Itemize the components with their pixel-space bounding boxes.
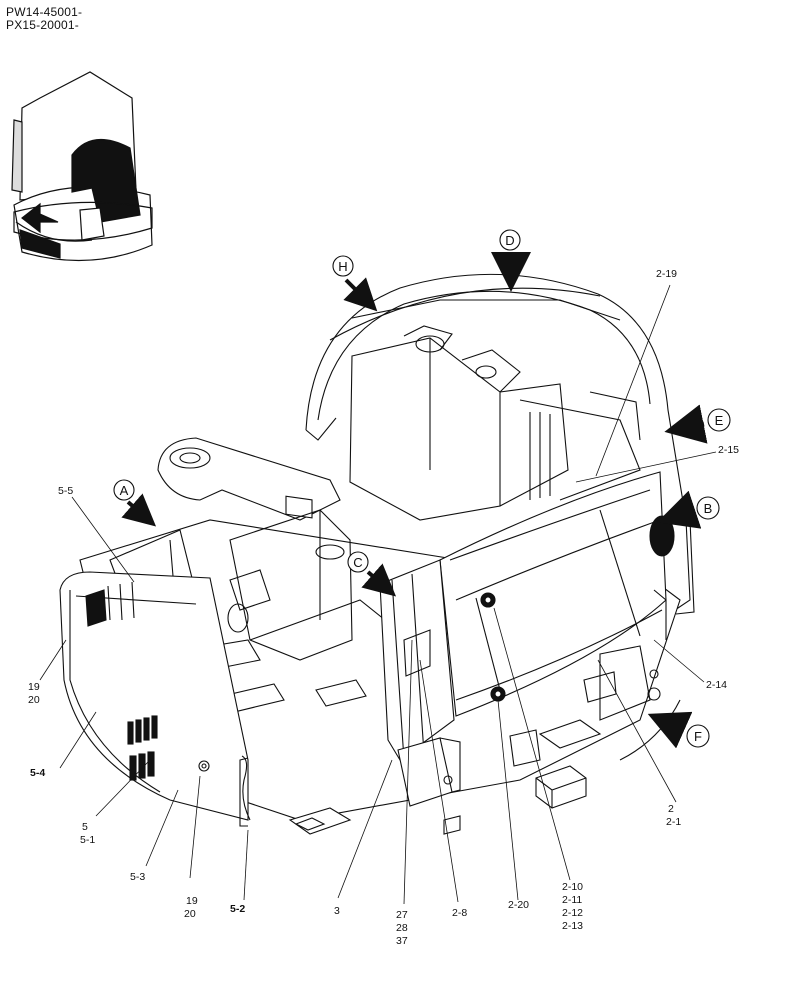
callout-27-28-37: 27 28 37 <box>396 909 408 947</box>
view-arrow-icon <box>121 493 157 527</box>
vent-slots <box>127 715 158 781</box>
bolt-19-20 <box>198 760 210 772</box>
view-arrow-icon <box>664 404 708 444</box>
serial-range-line: PW14-45001- <box>6 5 83 19</box>
callout-number: 5-4 <box>30 767 45 779</box>
callout-2-2-1: 2 2-1 <box>666 803 681 828</box>
callout-3: 3 <box>334 905 340 917</box>
serial-number-header: PW14-45001- PX15-20001- <box>6 6 82 32</box>
callout-number: 3 <box>334 905 340 917</box>
callout-number: 5 <box>82 821 88 833</box>
view-letter: C <box>353 555 362 570</box>
view-marker-b: B <box>657 490 720 529</box>
callout-2-8: 2-8 <box>452 907 467 919</box>
callout-number: 2-10 <box>562 881 583 893</box>
swing-pin-boss <box>169 447 211 469</box>
view-arrow-icon <box>343 277 378 312</box>
callout-number: 2-19 <box>656 268 677 280</box>
callout-number: 5-1 <box>80 834 95 846</box>
swing-bracket <box>157 437 341 521</box>
hood-side-panel <box>379 559 455 761</box>
view-arrow-icon <box>647 711 693 749</box>
view-letter: B <box>704 501 713 516</box>
callout-number: 19 <box>28 681 40 693</box>
callout-5-5: 5-5 <box>58 485 73 497</box>
callout-5-3: 5-3 <box>130 871 145 883</box>
view-letter: D <box>505 233 514 248</box>
upper-frame-assembly <box>59 273 695 835</box>
callout-number: 2-1 <box>666 816 681 828</box>
callout-number: 5-3 <box>130 871 145 883</box>
view-letter: E <box>715 413 724 428</box>
callout-number: 20 <box>28 694 40 706</box>
callout-number: 2-13 <box>562 920 583 932</box>
callout-number: 37 <box>396 935 408 947</box>
callout-5-4: 5-4 <box>30 767 45 779</box>
view-letter: A <box>120 483 129 498</box>
callout-number: 2-20 <box>508 899 529 911</box>
callout-2-20: 2-20 <box>508 899 529 911</box>
view-letter: F <box>694 729 702 744</box>
callout-2-15: 2-15 <box>718 444 739 456</box>
callout-number: 20 <box>184 908 196 920</box>
callout-2-14: 2-14 <box>706 679 727 691</box>
view-arrow-icon <box>657 490 702 529</box>
radiator-box <box>349 337 501 521</box>
callout-19-20-bottom: 19 20 <box>184 895 198 920</box>
view-letter: H <box>338 259 347 274</box>
view-marker-e: E <box>664 404 731 444</box>
view-marker-c: C <box>347 551 397 597</box>
callout-2-10-2-13: 2-10 2-11 2-12 2-13 <box>562 881 583 932</box>
frame-slot <box>315 544 345 560</box>
serial-range-line: PX15-20001- <box>6 18 79 32</box>
view-marker-h: H <box>332 255 378 312</box>
callout-19-20-left: 19 20 <box>28 681 40 706</box>
callout-number: 5-2 <box>230 903 245 915</box>
inset-base-band <box>13 201 153 241</box>
callout-2-19: 2-19 <box>656 268 677 280</box>
callout-number: 2-12 <box>562 907 583 919</box>
view-marker-a: A <box>113 479 157 527</box>
lifting-eye <box>649 515 675 557</box>
callout-number: 19 <box>186 895 198 907</box>
callout-number: 2 <box>668 803 674 815</box>
callout-number: 2-11 <box>562 894 582 906</box>
location-inset <box>11 71 153 262</box>
mounting-pad <box>288 807 352 835</box>
counterweight-left <box>59 571 249 821</box>
view-arrow-icon <box>361 563 397 597</box>
view-marker-d: D <box>491 229 531 292</box>
callout-number: 27 <box>396 909 408 921</box>
callout-number: 28 <box>396 922 408 934</box>
rear-cover-edge <box>305 417 337 441</box>
leader-lines <box>39 284 717 905</box>
inset-post <box>11 119 23 193</box>
callout-number: 2-14 <box>706 679 727 691</box>
callout-number: 2-8 <box>452 907 467 919</box>
inset-arrow <box>21 202 59 234</box>
callout-5-2: 5-2 <box>230 903 245 915</box>
callout-number: 2-15 <box>718 444 739 456</box>
callout-number: 5-5 <box>58 485 73 497</box>
view-marker-f: F <box>647 711 710 749</box>
callout-5-5-1: 5 5-1 <box>80 821 95 846</box>
